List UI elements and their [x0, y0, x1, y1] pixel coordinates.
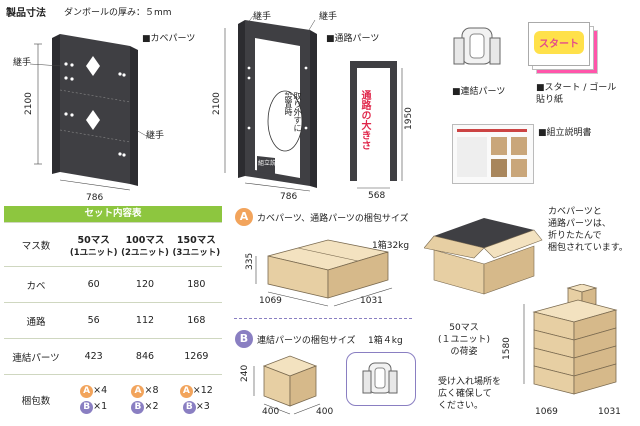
thickness-note: ダンボールの厚み：５mm	[64, 8, 172, 18]
row-label: 通路	[4, 302, 68, 339]
badge-b: B	[131, 401, 145, 415]
pack-b-depth: 400	[316, 407, 334, 417]
set-table-header-label: マス数	[4, 222, 68, 267]
table-row: 連結パーツ 423 846 1269	[4, 338, 222, 375]
cover-label: ■カベパーツ	[142, 34, 196, 44]
passage-width: 786	[280, 192, 298, 202]
pack-b-height: 240	[240, 364, 250, 382]
badge-a: A	[80, 385, 94, 399]
pack-b-width: 400	[262, 407, 280, 417]
passage-bubble-text: 取り外すに設置時	[284, 92, 302, 132]
passage-size-label: 通路の大きさ	[359, 90, 370, 150]
stack-width: 1069	[535, 407, 558, 417]
pack-a-badge: A	[235, 208, 253, 226]
pack-a-width: 1069	[259, 296, 282, 306]
cell: 1269	[170, 338, 222, 375]
pack-b-150: ×3	[195, 401, 210, 413]
col-50-top: 50マス	[77, 234, 110, 246]
cell: 180	[170, 266, 222, 303]
cell: 60	[68, 266, 120, 303]
connector-part-image	[453, 27, 501, 65]
row-label: カベ	[4, 266, 68, 303]
passage-inner-diagram	[350, 61, 403, 189]
sticker-front: スタート	[528, 22, 590, 66]
passage-panel-diagram	[224, 15, 317, 192]
badge-a: A	[179, 385, 193, 399]
stacked-boxes-image	[523, 284, 618, 395]
manual-image	[452, 124, 534, 184]
passage-inner-width: 568	[368, 191, 386, 201]
opened-box-image	[424, 218, 543, 295]
pack-a-title: カベパーツ、通路パーツの梱包サイズ	[257, 214, 409, 224]
col-100-bottom: (2ユニット)	[121, 247, 169, 258]
fold-note: カベパーツと 通路パーツは、 折りたたんで 梱包されています。	[548, 207, 628, 253]
passage-joint-right: 継手	[319, 12, 338, 22]
stack-note: 受け入れ場所を 広く確保して ください。	[438, 377, 502, 411]
sticker-text: スタート	[534, 31, 584, 54]
cover-width: 786	[86, 193, 104, 203]
passage-height: 2100	[212, 92, 222, 115]
pack-b-50: ×1	[93, 401, 108, 413]
pack-b-title: 連結パーツの梱包サイズ	[257, 336, 356, 346]
col-50-bottom: (1ユニット)	[69, 247, 118, 258]
col-100-top: 100マス	[125, 234, 165, 246]
pack-b-100: ×2	[144, 401, 159, 413]
pack-a-box	[255, 239, 393, 307]
pack-b-connector-callout	[346, 352, 416, 406]
pack-a-150: ×12	[192, 385, 213, 397]
pack-a-100: ×8	[144, 385, 159, 397]
cell: 112	[119, 302, 171, 339]
table-row: カベ 60 120 180	[4, 266, 222, 303]
divider	[234, 318, 412, 319]
col-150-top: 150マス	[176, 234, 216, 246]
stack-depth: 1031	[598, 407, 621, 417]
pack-a-depth: 1031	[360, 296, 383, 306]
pack-b-badge: B	[235, 330, 253, 348]
passage-label: ■通路パーツ	[326, 34, 380, 44]
badge-b: B	[182, 401, 196, 415]
connector-part-label: ■連結パーツ	[452, 87, 506, 97]
cover-panel-diagram	[29, 34, 151, 191]
passage-plate: 組立説明	[258, 160, 283, 167]
cover-joint-right: 継手	[146, 131, 165, 141]
badge-a: A	[131, 385, 145, 399]
pack-a-weight: 1箱32kg	[372, 241, 410, 251]
connector-icon	[362, 362, 398, 394]
stack-caption: 50マス (１ユニット) の荷姿	[438, 323, 491, 357]
cell: 120	[119, 266, 171, 303]
cell: 846	[119, 338, 171, 375]
set-table-title: セット内容表	[4, 206, 222, 222]
cell: 423	[68, 338, 120, 375]
manual-label: ■組立説明書	[538, 128, 592, 138]
cell: 56	[68, 302, 120, 339]
row-label: 連結パーツ	[4, 338, 68, 375]
stack-height: 1580	[502, 337, 512, 360]
page-title: 製品寸法	[6, 8, 46, 19]
col-150-bottom: (3ユニット)	[172, 247, 221, 258]
passage-joint-left: 継手	[253, 12, 272, 22]
pack-a-50: ×4	[93, 385, 108, 397]
sticker-label: ■スタート / ゴール 貼り紙	[536, 83, 617, 105]
table-row: 通路 56 112 168	[4, 302, 222, 339]
pack-b-weight: 1箱４kg	[368, 336, 403, 346]
row-label: 梱包数	[4, 374, 68, 425]
badge-b: B	[80, 401, 94, 415]
cover-joint-left: 継手	[13, 58, 32, 68]
passage-inner-height: 1950	[404, 107, 414, 130]
set-table: マス数 50マス(1ユニット) 100マス(2ユニット) 150マス(3ユニット…	[4, 222, 222, 425]
cell: 168	[170, 302, 222, 339]
pack-b-box	[253, 355, 321, 415]
cover-height: 2100	[24, 92, 34, 115]
pack-a-height: 335	[245, 252, 255, 270]
